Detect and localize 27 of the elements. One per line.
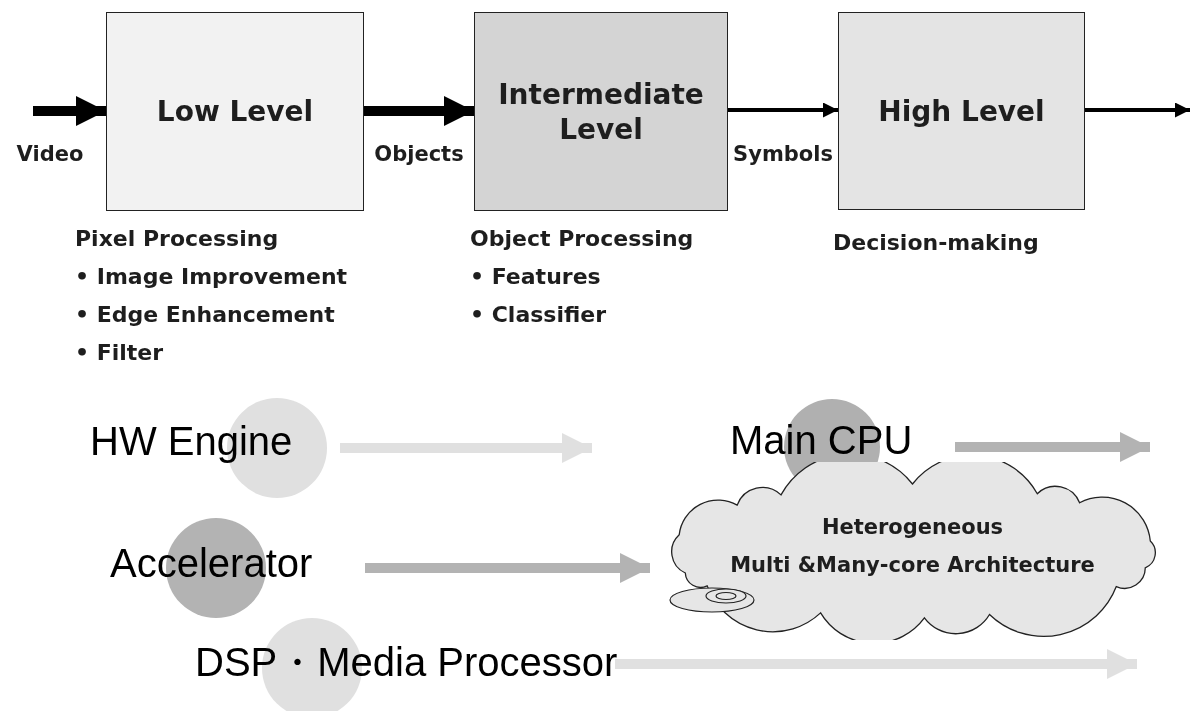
cloud-text: Multi &Many-core Architecture xyxy=(730,555,1095,576)
caption-heading: Object Processing xyxy=(470,226,694,253)
arrow xyxy=(33,96,106,126)
cloud-text: Heterogeneous xyxy=(821,517,1004,538)
arrow xyxy=(364,96,474,126)
edge-label: Objects xyxy=(374,142,464,168)
bullet-item: • Classifier xyxy=(470,302,607,329)
arrow xyxy=(955,432,1150,462)
unit-label: DSP・Media Processor xyxy=(195,642,618,682)
edge-label: Symbols xyxy=(733,142,833,168)
arrow xyxy=(340,433,592,463)
arrow xyxy=(615,649,1137,679)
unit-label: HW Engine xyxy=(90,421,293,461)
process-box: Intermediate Level xyxy=(474,12,728,211)
process-box: Low Level xyxy=(106,12,364,211)
bullet-item: • Filter xyxy=(75,340,164,367)
unit-label: Main CPU xyxy=(730,420,913,460)
bullet-item: • Image Improvement xyxy=(75,264,348,291)
arrow xyxy=(365,553,650,583)
caption-heading: Decision-making xyxy=(833,230,1039,257)
process-box: High Level xyxy=(838,12,1085,210)
arrow xyxy=(728,102,838,118)
unit-label: Accelerator xyxy=(110,543,313,583)
arrow xyxy=(1085,102,1190,118)
bullet-item: • Features xyxy=(470,264,601,291)
caption-heading: Pixel Processing xyxy=(75,226,279,253)
bullet-item: • Edge Enhancement xyxy=(75,302,335,329)
